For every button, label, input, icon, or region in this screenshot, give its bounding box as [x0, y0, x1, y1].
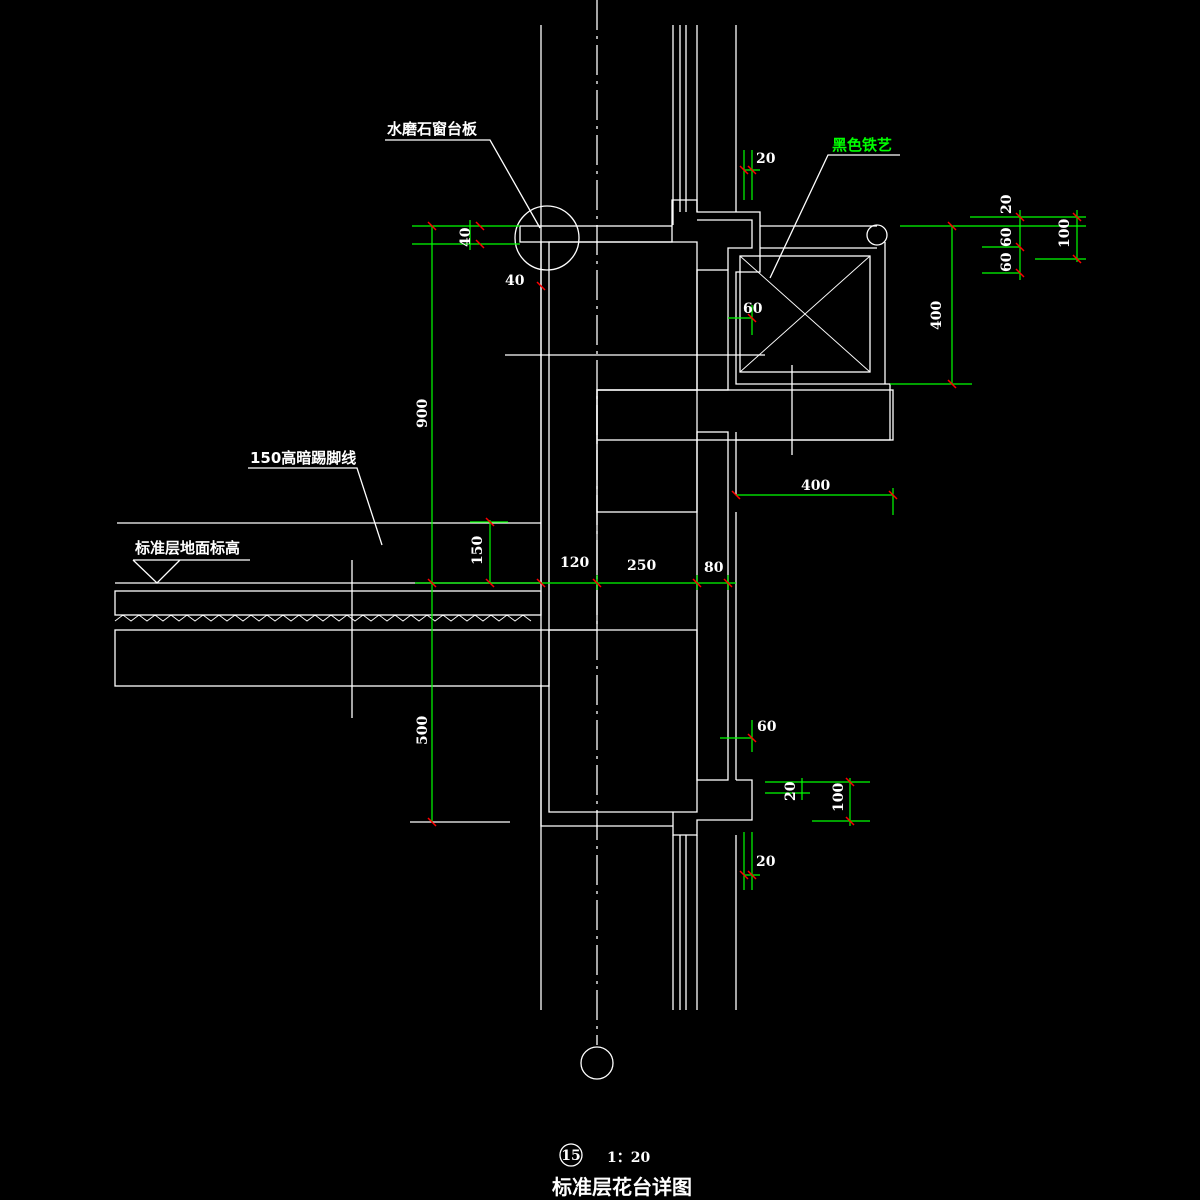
axis-bubble: [580, 1046, 614, 1080]
dim-20-bottom-right: 20: [783, 781, 799, 801]
skirting-label: 150高暗踢脚线: [250, 449, 356, 467]
dim-900: 900: [415, 399, 431, 428]
drawing-scale: 1：20: [607, 1150, 650, 1166]
terrazzo-sill: [514, 199, 891, 441]
flower-box: [505, 224, 894, 455]
detail-number-circle: [559, 1143, 583, 1167]
dim-120: 120: [560, 555, 589, 571]
dim-60-right-a: 60: [999, 227, 1015, 247]
dim-500: 500: [415, 716, 431, 745]
dim-40-horizontal: 40: [505, 273, 525, 289]
detail-number: 15: [561, 1148, 580, 1164]
annotations: 水磨石窗台板 黑色铁艺 150高暗踢脚线 标准层地面标高: [132, 120, 900, 584]
dim-100-right: 100: [1057, 219, 1073, 248]
dimensions: 40 40 20 60 900 150 500 120 250 80 400 4…: [412, 150, 1086, 890]
dim-150: 150: [470, 536, 486, 565]
wall-section: [540, 241, 737, 827]
window-frame-lines: [540, 0, 737, 1080]
floor-level-label: 标准层地面标高: [134, 539, 240, 557]
dim-60-insulation: 60: [743, 301, 763, 317]
dim-400-horizontal: 400: [801, 478, 830, 494]
dim-60-right-b: 60: [999, 252, 1015, 272]
dim-20-bottom: 20: [756, 854, 776, 870]
dim-250: 250: [627, 558, 656, 574]
dim-20-right: 20: [999, 194, 1015, 214]
sill-label: 水磨石窗台板: [387, 120, 478, 138]
dim-100-bottom: 100: [831, 783, 847, 812]
dim-40-vertical: 40: [458, 227, 474, 247]
drawing-title: 标准层花台详图: [552, 1175, 692, 1199]
drawing-title-block: 15 1：20 标准层花台详图: [552, 1143, 692, 1199]
dim-400-vertical: 400: [929, 301, 945, 330]
dim-60-bottom: 60: [757, 719, 777, 735]
dim-80: 80: [704, 560, 724, 576]
floor-slab: [114, 522, 753, 836]
dim-20-top: 20: [756, 151, 776, 167]
ironwork-label: 黑色铁艺: [832, 136, 892, 154]
